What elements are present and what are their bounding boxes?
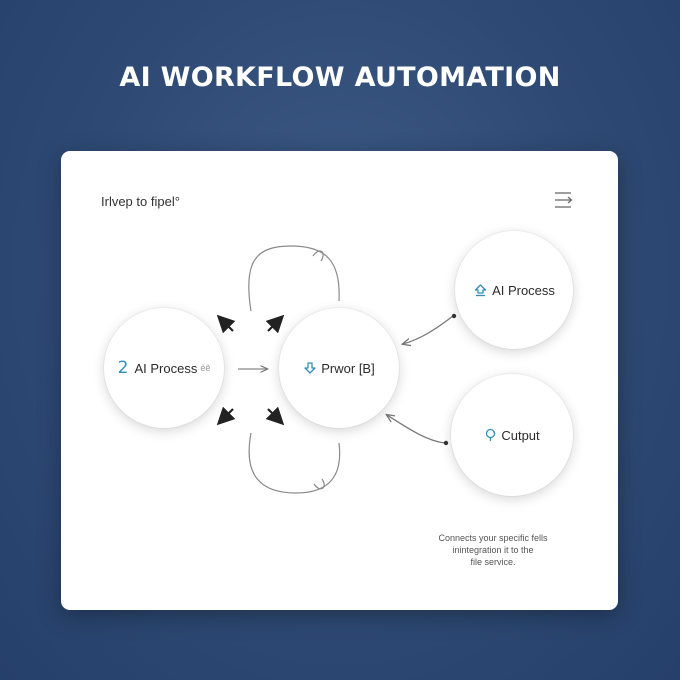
- arrow-down-right: [265, 406, 285, 426]
- node-ai-process-top-right[interactable]: AI Process: [455, 231, 573, 349]
- caption-line: inintegration it to the: [452, 545, 534, 555]
- workflow-card: Irlvep to fipel°: [61, 151, 618, 610]
- card-label: Irlvep to fipel°: [101, 194, 180, 209]
- caption-line: Connects your specific fells: [438, 533, 548, 543]
- location-pin-icon: [484, 428, 497, 442]
- page-title: AI WORKFLOW AUTOMATION: [119, 62, 561, 93]
- node-number: 2: [117, 358, 129, 378]
- connector-layer: [216, 245, 457, 494]
- bottom-right-connector-dot: [443, 440, 449, 446]
- node-ai-process-left[interactable]: 2 AI Process èê: [104, 308, 224, 428]
- bottom-right-to-center-arrow: [387, 415, 446, 444]
- caption-text: Connects your specific fells inintegrati…: [423, 532, 563, 568]
- node-suffix: èê: [200, 363, 211, 373]
- node-power-center[interactable]: Prwor [B]: [279, 308, 399, 428]
- upload-icon: [473, 283, 488, 298]
- arrow-up-left: [216, 314, 236, 334]
- node-output-bottom-right[interactable]: Cutput: [451, 374, 573, 496]
- down-arrow-icon: [303, 361, 317, 375]
- node-label: Prwor [B]: [321, 360, 375, 376]
- node-label: Cutput: [501, 427, 540, 443]
- arrow-up-right: [265, 314, 285, 334]
- arrow-down-left: [216, 406, 236, 426]
- top-loop-curl: [312, 250, 324, 262]
- top-right-to-center-arrow: [403, 315, 454, 344]
- top-right-connector-dot: [451, 313, 457, 319]
- arrow-menu-icon: [555, 192, 573, 208]
- node-label: AI Process: [134, 360, 198, 376]
- menu-button[interactable]: [549, 185, 579, 215]
- top-loop-connector: [248, 245, 340, 312]
- node-label: AI Process: [492, 282, 555, 298]
- caption-line: file service.: [470, 557, 516, 567]
- bottom-loop-connector: [248, 432, 341, 494]
- bottom-loop-curl: [313, 478, 325, 490]
